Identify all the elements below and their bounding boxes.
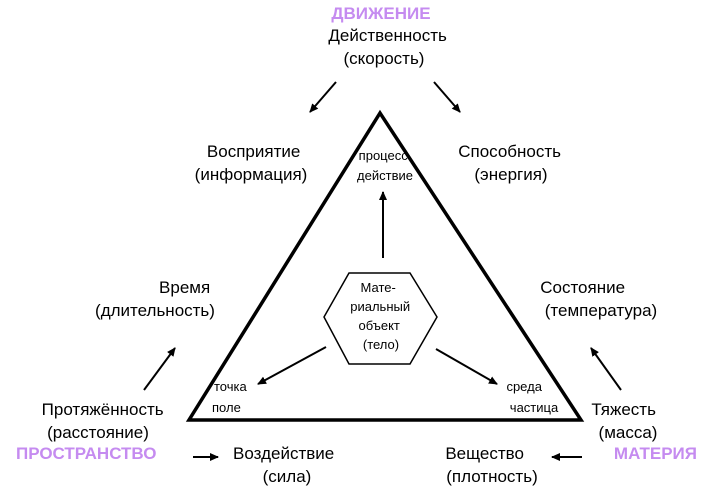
label-time: Время (длительность) — [95, 278, 215, 320]
vertex-label-space: ПРОСТРАНСТВО — [16, 444, 157, 463]
main-triangle — [185, 109, 585, 422]
arrow-action-to-capability — [433, 81, 461, 113]
label-point: точка поле — [212, 379, 250, 415]
label-weight: Тяжесть (масса) — [591, 400, 660, 442]
label-substance: Вещество (плотность) — [445, 444, 537, 486]
vertex-label-matter: МАТЕРИЯ — [614, 444, 697, 463]
label-extension: Протяжённость (расстояние) — [42, 400, 169, 442]
label-impact: Воздействие (сила) — [233, 444, 339, 486]
arrow-to-medium — [435, 348, 498, 385]
label-capability: Способность (энергия) — [458, 142, 566, 184]
label-medium: среда частица — [506, 379, 559, 415]
label-process: процесс действие — [357, 148, 413, 183]
material-object-hexagon — [323, 272, 438, 365]
arrow-extension-to-time — [143, 347, 176, 391]
label-action: Действенность (скорость) — [328, 26, 451, 68]
label-perception: Восприятие (информация) — [195, 142, 308, 184]
arrow-to-point — [257, 346, 327, 385]
vertex-label-motion: ДВИЖЕНИЕ — [331, 4, 430, 23]
arrow-action-to-perception — [309, 81, 337, 113]
label-state: Состояние (температура) — [540, 278, 657, 320]
arrow-weight-to-state — [590, 347, 622, 391]
label-material-object: Мате- риальный объект (тело) — [350, 280, 414, 352]
